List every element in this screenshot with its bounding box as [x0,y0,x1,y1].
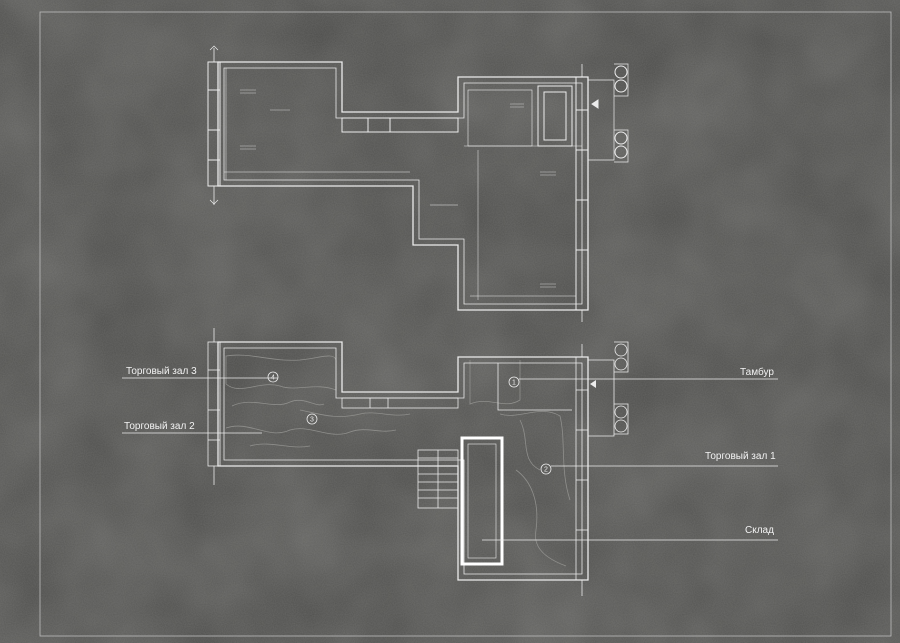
storage-room-outline [460,436,504,566]
label-sales-hall-3: Торговый зал 3 [126,366,197,377]
zoning-plan: 1 2 3 4 [122,328,778,596]
sheet-frame [39,11,892,637]
label-vestibule: Тамбур [740,367,774,378]
room-number-circle [306,413,318,425]
room-number-circle [508,376,520,388]
label-sales-hall-1: Торговый зал 1 [705,451,776,462]
room-number-1: 1 [512,380,516,387]
label-storage: Склад [745,525,774,536]
label-sales-hall-2: Торговый зал 2 [124,421,195,432]
room-number-circle [267,371,279,383]
room-number-3: 3 [310,417,314,424]
dimension-plan [207,45,629,322]
room-number-circle [540,463,552,475]
room-number-2: 2 [544,467,548,474]
